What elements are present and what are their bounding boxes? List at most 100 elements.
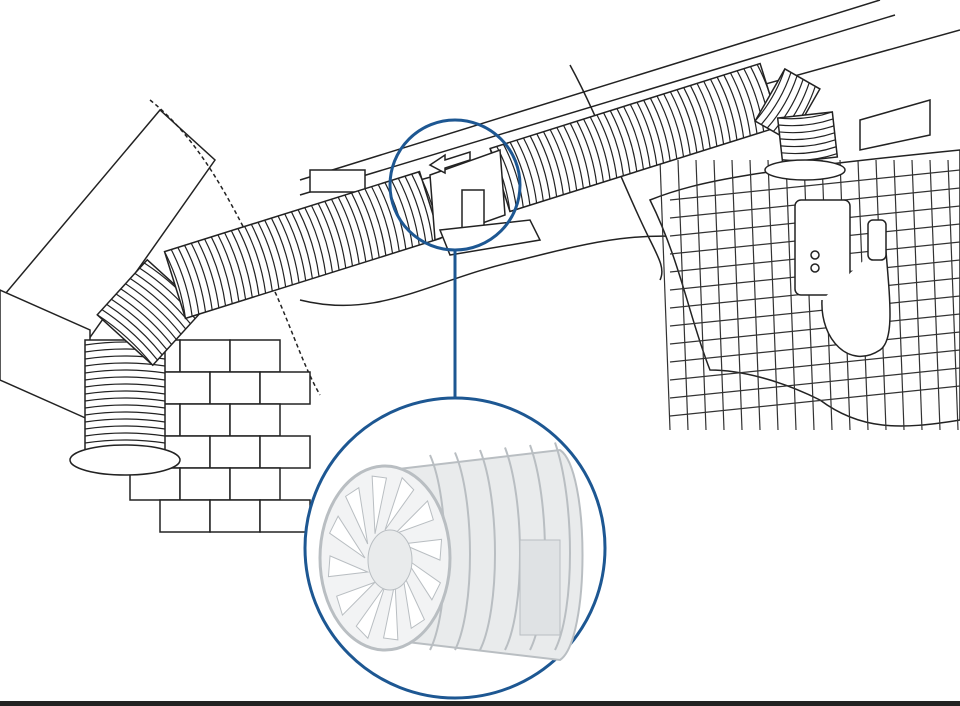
duct-segment xyxy=(163,170,442,320)
duct-rib xyxy=(609,110,631,174)
duct-rib xyxy=(170,249,193,317)
duct-rib xyxy=(781,146,837,155)
duct-segment xyxy=(776,111,839,164)
fan-blade xyxy=(404,557,442,601)
brick xyxy=(209,371,261,405)
duct-rib xyxy=(224,232,247,300)
duct-rib xyxy=(576,120,598,185)
flexible-duct xyxy=(69,62,846,476)
inline-duct-fan-photo xyxy=(318,442,584,662)
fan-blade xyxy=(400,538,443,561)
electric-shower xyxy=(794,199,891,357)
brick xyxy=(259,371,311,405)
brick xyxy=(179,339,231,373)
fan-body-ring xyxy=(479,449,496,651)
duct-rib xyxy=(529,135,551,199)
duct-rib xyxy=(766,75,798,129)
tile-grout-h xyxy=(669,169,960,201)
brick xyxy=(229,339,281,373)
duct-rib xyxy=(589,116,611,181)
duct-rib xyxy=(337,196,360,264)
duct-rib xyxy=(683,87,705,151)
duct-rib xyxy=(210,236,233,304)
duct-rib xyxy=(603,112,625,176)
airflow-arrow-icon xyxy=(428,150,471,175)
duct-rib xyxy=(120,288,177,340)
duct-rib xyxy=(716,76,738,141)
duct-rib xyxy=(636,101,658,166)
wall-vent-left xyxy=(69,444,181,476)
duct-rib xyxy=(115,293,173,345)
duct-rib xyxy=(84,369,166,374)
tile-grout-h xyxy=(669,367,960,399)
duct-rib xyxy=(596,114,618,178)
tile-grout-v xyxy=(911,159,923,431)
tile-grout-h xyxy=(669,331,960,363)
gutter xyxy=(0,289,91,422)
duct-rib xyxy=(304,207,327,275)
duct-rib xyxy=(257,221,280,290)
duct-rib xyxy=(84,397,166,402)
duct-rib xyxy=(330,198,354,267)
duct-rib xyxy=(703,80,725,145)
tile-grout-v xyxy=(947,159,959,431)
fan-blade xyxy=(327,555,370,578)
tile-grout-h xyxy=(669,349,960,381)
duct-rib xyxy=(696,83,718,147)
duct-rib xyxy=(709,78,731,143)
duct-rib xyxy=(643,99,665,164)
duct-rib xyxy=(204,238,227,306)
duct-rib xyxy=(689,85,711,149)
duct-rib xyxy=(84,418,166,423)
duct-rib xyxy=(324,201,347,269)
duct-rib xyxy=(230,230,253,298)
duct-rib xyxy=(84,362,166,367)
brick xyxy=(259,499,311,533)
duct-rib xyxy=(502,144,524,208)
tile-grout-h xyxy=(669,313,960,345)
duct-rib xyxy=(101,309,158,361)
tile-grout-v xyxy=(713,159,725,431)
duct-rib xyxy=(250,224,273,292)
fan-blade xyxy=(336,581,376,617)
duct-rib xyxy=(522,137,544,202)
duct-rib xyxy=(779,125,835,134)
duct-rib xyxy=(772,79,804,132)
fan-blade xyxy=(328,515,366,559)
duct-rib xyxy=(277,215,300,283)
fan-blade xyxy=(394,499,434,535)
fan-blade xyxy=(371,475,388,534)
fan-blade xyxy=(382,582,399,641)
duct-rib xyxy=(184,245,207,313)
duct-rib xyxy=(244,226,267,294)
duct-rib xyxy=(516,139,538,204)
duct-rib xyxy=(284,213,307,281)
duct-rib xyxy=(556,127,578,191)
duct-rib xyxy=(371,186,394,254)
brick xyxy=(159,499,211,533)
duct-rib xyxy=(84,425,166,430)
fan-blade xyxy=(384,476,415,531)
bottom-border xyxy=(0,701,960,706)
duct-rib xyxy=(270,217,293,285)
duct-rib xyxy=(84,404,166,409)
duct-rib xyxy=(163,251,187,319)
duct-rib xyxy=(411,173,434,241)
inline-duct-fan-installed xyxy=(428,148,542,256)
duct-rib xyxy=(96,314,154,366)
duct-rib xyxy=(237,228,260,296)
duct-rib xyxy=(779,132,835,141)
duct-rib xyxy=(723,74,745,138)
duct-rib xyxy=(364,188,387,256)
fan-body-ring xyxy=(554,442,571,651)
duct-rib xyxy=(780,139,836,148)
duct-rib xyxy=(357,190,380,258)
duct-rib xyxy=(310,205,334,273)
tile-grout-v xyxy=(677,159,689,431)
brick xyxy=(259,435,311,469)
tile-grout-v xyxy=(929,159,941,431)
duct-rib xyxy=(217,234,240,302)
duct-rib xyxy=(290,211,313,279)
duct-rib xyxy=(297,209,320,277)
